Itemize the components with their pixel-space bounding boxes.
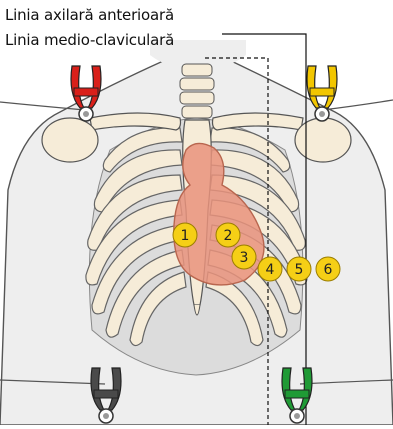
- electrode-label: 2: [224, 228, 233, 244]
- electrode-v4: 4: [258, 257, 282, 281]
- shoulder-joint-right-side: [42, 118, 98, 162]
- electrode-v1: 1: [173, 223, 197, 247]
- electrode-label: 6: [324, 262, 333, 278]
- electrode-label: 3: [240, 250, 249, 266]
- electrode-v3: 3: [232, 245, 256, 269]
- midclavicular-line-label: Linia medio-claviculară: [5, 31, 174, 49]
- electrode-v2: 2: [216, 223, 240, 247]
- electrode-label: 5: [295, 262, 304, 278]
- electrode-v6: 6: [316, 257, 340, 281]
- shoulder-joint-left-side: [295, 118, 351, 162]
- electrode-label: 4: [266, 262, 275, 278]
- electrode-label: 1: [181, 228, 190, 244]
- anterior-axillary-line-label: Linia axilară anterioară: [5, 6, 174, 24]
- electrode-v5: 5: [287, 257, 311, 281]
